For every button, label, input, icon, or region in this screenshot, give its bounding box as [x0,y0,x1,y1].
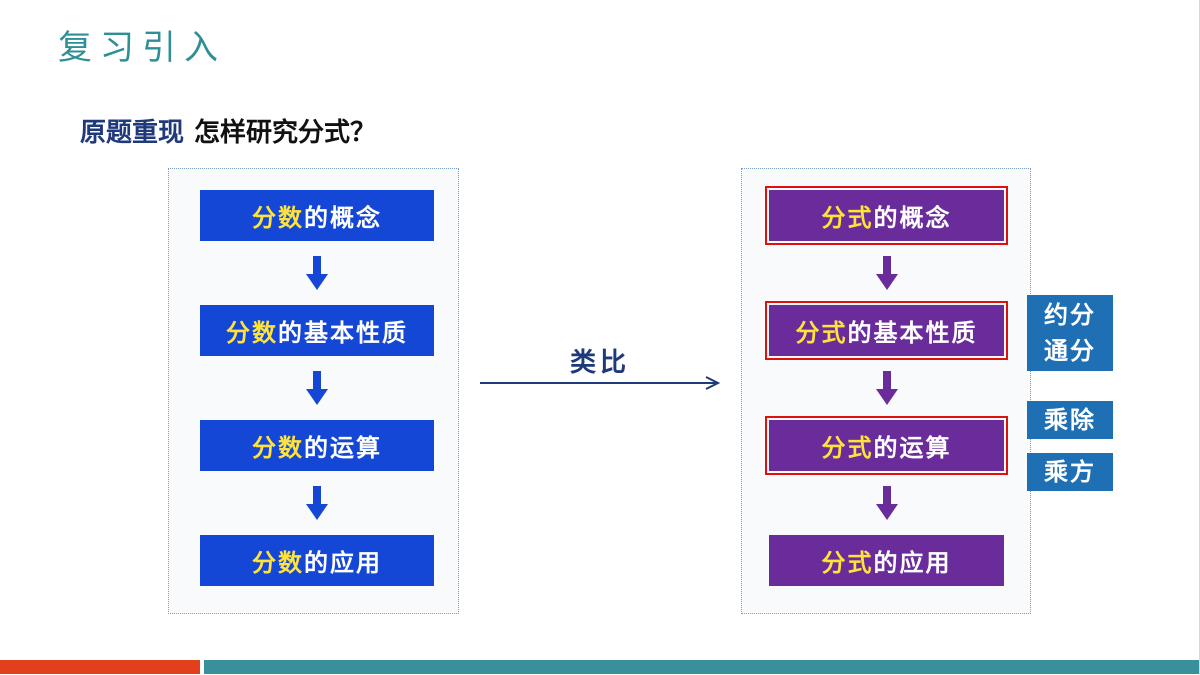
left-arrow-1-icon [306,256,328,290]
slide-title: 复习引入 [58,28,226,68]
left-box-property-rest: 的基本性质 [278,318,408,347]
side-note-reduce: 约分 [1044,300,1096,329]
left-arrow-3-icon [306,486,328,520]
side-note-reduce-common: 约分 通分 [1027,295,1113,371]
right-box-property-rest: 的基本性质 [847,318,978,347]
right-box-property-highlight: 分式 [795,318,848,347]
right-box-operation: 分式的运算 [765,416,1008,475]
footer-bar-red [0,660,200,674]
left-box-application: 分数的应用 [200,535,434,586]
left-box-concept-rest: 的概念 [304,203,382,232]
analogy-arrow-icon [480,376,721,390]
left-box-application-highlight: 分数 [252,548,304,577]
left-arrow-2-icon [306,371,328,405]
analogy-label: 类比 [570,348,631,378]
left-box-operation: 分数的运算 [200,420,434,471]
right-box-application: 分式的应用 [769,535,1004,586]
right-box-application-rest: 的应用 [873,548,952,577]
right-box-application-highlight: 分式 [821,548,874,577]
right-box-operation-highlight: 分式 [821,433,874,462]
right-box-concept: 分式的概念 [765,186,1008,245]
right-arrow-2-icon [876,371,898,405]
subtitle-prefix: 原题重现 [80,118,185,148]
side-note-power-label: 乘方 [1044,457,1096,486]
left-box-property: 分数的基本性质 [200,305,434,356]
right-box-property: 分式的基本性质 [765,301,1008,360]
side-note-power: 乘方 [1027,453,1113,491]
right-arrow-1-icon [876,256,898,290]
left-box-concept-highlight: 分数 [252,203,304,232]
left-box-property-highlight: 分数 [226,318,278,347]
subtitle: 原题重现怎样研究分式？ [80,112,376,149]
footer-bar-teal [204,660,1200,674]
left-box-concept: 分数的概念 [200,190,434,241]
left-box-operation-rest: 的运算 [304,433,382,462]
side-note-multiply-divide-label: 乘除 [1044,405,1096,434]
side-note-multiply-divide: 乘除 [1027,401,1113,439]
side-note-common-denominator: 通分 [1044,336,1096,365]
right-arrow-3-icon [876,486,898,520]
right-box-concept-rest: 的概念 [873,203,952,232]
left-box-operation-highlight: 分数 [252,433,304,462]
subtitle-question: 怎样研究分式？ [194,118,377,148]
left-box-application-rest: 的应用 [304,548,382,577]
right-box-concept-highlight: 分式 [821,203,874,232]
right-box-operation-rest: 的运算 [873,433,952,462]
